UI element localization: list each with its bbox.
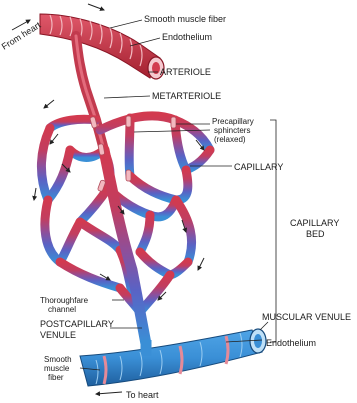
label-muscular-venule: MUSCULAR VENULE — [262, 312, 351, 322]
label-precapillary-1: Precapillary — [212, 117, 254, 126]
label-smooth-muscle-bottom-2: muscle — [44, 364, 70, 373]
label-smooth-muscle-fiber: Smooth muscle fiber — [144, 14, 226, 24]
label-precapillary-2: sphincters — [214, 126, 250, 135]
label-precapillary-3: (relaxed) — [214, 135, 246, 144]
muscular-venule-vessel — [80, 329, 266, 386]
label-metarteriole: METARTERIOLE — [152, 91, 221, 101]
label-smooth-muscle-bottom-1: Smooth — [44, 355, 72, 364]
label-endothelium-bottom: Endothelium — [266, 338, 316, 348]
label-to-heart: To heart — [126, 390, 159, 400]
label-thoroughfare-1: Thoroughfare — [40, 296, 89, 305]
label-smooth-muscle-bottom-3: fiber — [48, 373, 64, 382]
capillary-network — [41, 116, 210, 312]
label-arteriole: ARTERIOLE — [160, 67, 211, 77]
label-endothelium-top: Endothelium — [162, 32, 212, 42]
label-capillary: CAPILLARY — [234, 162, 283, 172]
label-capillary-bed-2: BED — [306, 229, 325, 239]
label-thoroughfare-2: channel — [48, 305, 76, 314]
label-postcapillary-1: POSTCAPILLARY — [40, 319, 114, 329]
label-postcapillary-2: VENULE — [40, 330, 76, 340]
label-capillary-bed-1: CAPILLARY — [290, 218, 339, 228]
